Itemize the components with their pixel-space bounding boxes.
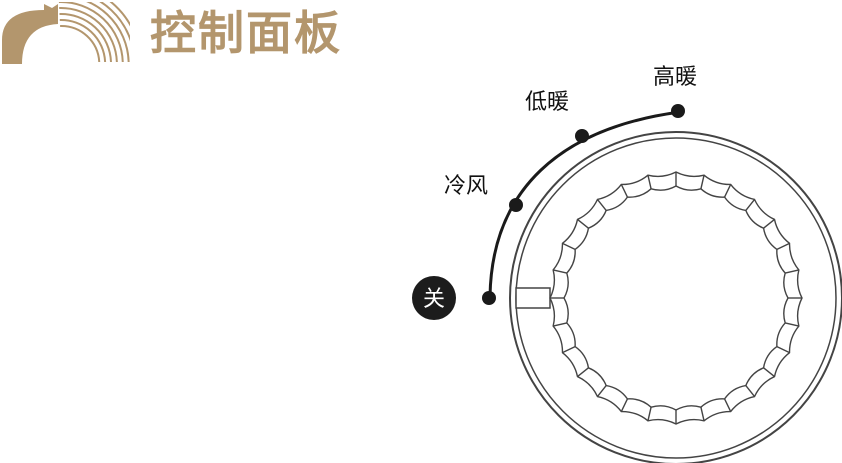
logo-arc [59, 6, 118, 63]
position-dot-high-heat[interactable] [671, 104, 685, 118]
grip-rib [562, 345, 576, 354]
grip-rib [553, 269, 567, 274]
knob-outer-ring [509, 131, 842, 463]
grip-rib [785, 322, 799, 327]
grip-rib [620, 398, 629, 412]
grip-outer-scallop [549, 171, 803, 425]
logo-arc [60, 24, 101, 63]
logo-arc [58, 2, 124, 63]
grip-rib [745, 385, 756, 397]
position-dot-off[interactable] [482, 291, 496, 305]
grip-rib [723, 398, 732, 412]
mode-off-badge [412, 276, 456, 320]
grip-rib [562, 242, 576, 251]
mode-low-heat-label[interactable]: 低暖 [525, 90, 569, 115]
logo-arc [59, 12, 112, 63]
grip-rib [763, 367, 775, 378]
sunrise-arc-icon [2, 2, 130, 64]
grip-rib [620, 184, 629, 198]
logo-arc [99, 2, 130, 42]
grip-rib [723, 184, 732, 198]
mode-off-button[interactable]: 关 [412, 276, 456, 320]
grip-rib [596, 199, 607, 211]
grip-rib [577, 218, 589, 229]
grip-inner-scallop [563, 185, 789, 411]
page-title: 控制面板 [150, 6, 342, 60]
grip-rib [700, 407, 705, 421]
grip-rib [700, 175, 705, 189]
position-dot-cool[interactable] [509, 198, 523, 212]
grip-rib [577, 367, 589, 378]
grip-rib [745, 199, 756, 211]
logo-arc [59, 18, 107, 63]
header: 控制面板 [0, 0, 420, 70]
position-dot-low-heat[interactable] [575, 129, 589, 143]
grip-rib [763, 218, 775, 229]
logo-arc [85, 2, 130, 63]
grip-rib [785, 269, 799, 274]
grip-rib [553, 322, 567, 327]
knob-grip-ring [549, 171, 803, 425]
mode-selector-arc [488, 110, 681, 297]
logo-arc [109, 2, 130, 27]
mode-off-label: 关 [423, 287, 445, 312]
grip-rib [596, 385, 607, 397]
knob-pointer [515, 287, 551, 309]
grip-rib [776, 242, 790, 251]
grip-rib [776, 345, 790, 354]
grip-rib [647, 175, 652, 189]
grip-rib [647, 407, 652, 421]
mode-cool-label[interactable]: 冷风 [444, 174, 488, 199]
mode-high-heat-label[interactable]: 高暖 [653, 65, 697, 90]
